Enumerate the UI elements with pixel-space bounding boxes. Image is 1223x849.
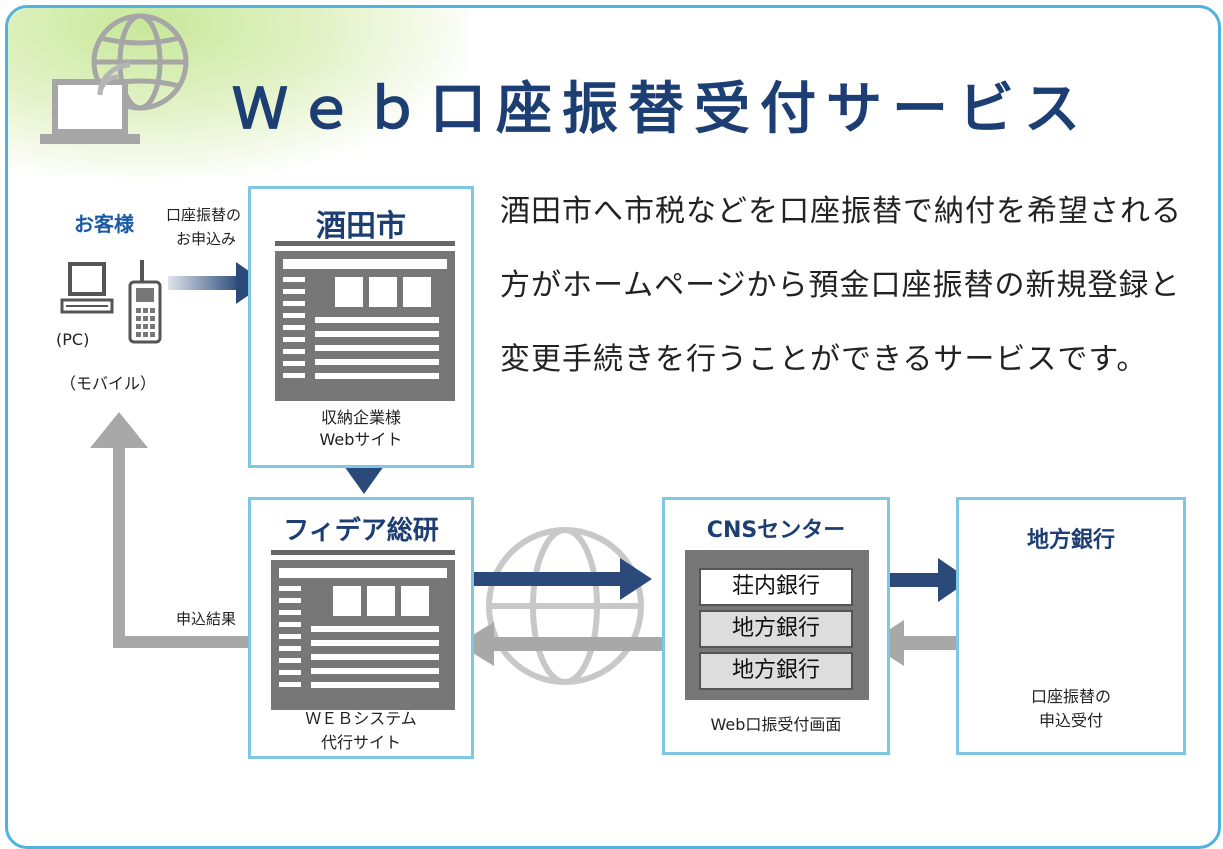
cns-caption: Web口振受付画面 [710, 715, 842, 734]
bank-item-3: 地方銀行 [699, 652, 853, 690]
background-globe-icon [486, 527, 644, 685]
fidea-title: フィデア総研 [283, 516, 439, 546]
fidea-caption-2: 代行サイト [320, 733, 401, 752]
application-label-2: お申込み [176, 230, 237, 248]
sakata-title: 酒田市 [316, 209, 406, 244]
customer-title: お客様 [74, 212, 134, 236]
bank-item-2: 地方銀行 [699, 610, 853, 648]
result-arrow [90, 412, 263, 648]
fidea-to-cns-arrow [455, 558, 652, 600]
signal-icon [97, 62, 131, 96]
application-label-1: 口座振替の [166, 206, 242, 224]
description-line-3: 変更手続きを行うことができるサービスです。 [500, 342, 1148, 377]
description-line-1: 酒田市へ市税などを口座振替で納付を希望される [500, 194, 1182, 229]
pc-label: (PC) [56, 330, 90, 349]
laptop-icon [40, 79, 140, 144]
description-line-2: 方がホームページから預金口座振替の新規登録と [500, 268, 1181, 303]
cns-screen: 荘内銀行 地方銀行 地方銀行 [685, 550, 869, 700]
page-title: Ｗｅｂ口座振替受付サービス [232, 77, 1090, 142]
webpage-icon [271, 550, 455, 710]
local-bank-title: 地方銀行 [1026, 528, 1115, 553]
sakata-caption-1: 収納企業様 [320, 408, 401, 427]
result-label: 申込結果 [176, 610, 237, 628]
cns-title: CNSセンター [706, 518, 846, 543]
cns-box: CNSセンター 荘内銀行 地方銀行 地方銀行 Web口振受付画面 [662, 497, 890, 755]
mobile-icon [128, 260, 162, 344]
sakata-box: 酒田市 収納企業様 Webサイト [248, 186, 474, 468]
local-bank-caption-2: 申込受付 [1038, 711, 1103, 730]
sakata-caption-2: Webサイト [319, 430, 403, 449]
cns-to-fidea-arrow [458, 622, 668, 666]
globe-icon [91, 13, 189, 111]
pc-icon [60, 262, 114, 314]
local-bank-caption-1: 口座振替の [1030, 687, 1111, 706]
fidea-caption-1: ＷＥＢシステム [305, 709, 417, 728]
bank-item-1: 荘内銀行 [699, 568, 853, 606]
local-bank-box: 地方銀行 口座振替の 申込受付 [956, 497, 1186, 755]
diagram-frame [5, 5, 1221, 849]
webpage-icon [275, 241, 455, 401]
fidea-box: フィデア総研 ＷＥＢシステム 代行サイト [248, 497, 474, 759]
mobile-label: （モバイル） [60, 374, 157, 393]
